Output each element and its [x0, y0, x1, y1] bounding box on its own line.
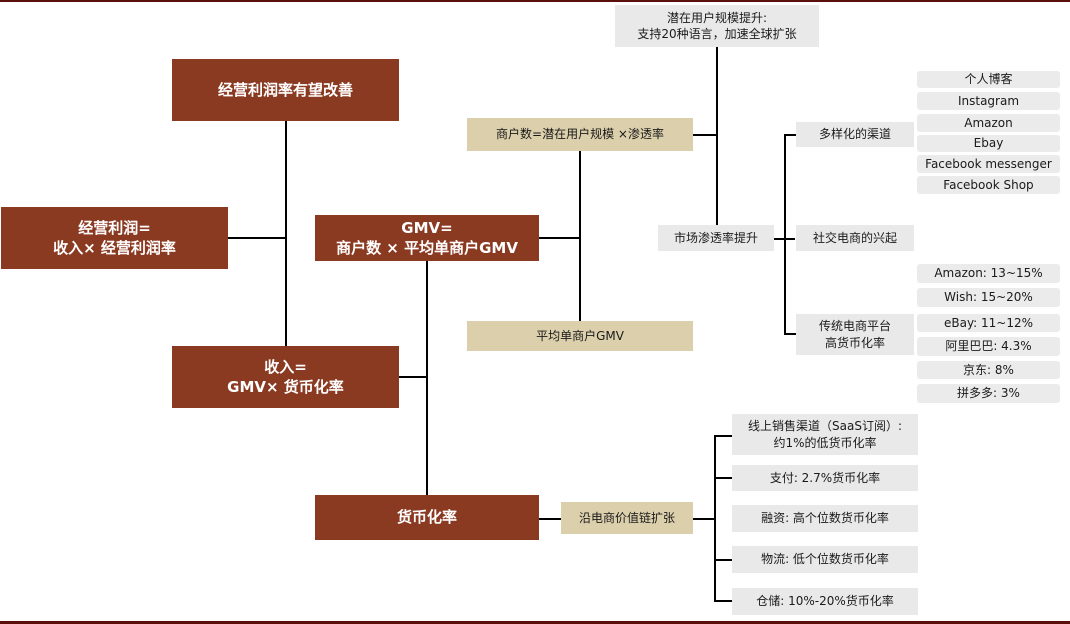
gmv-node: GMV= 商户数 × 平均单商户GMV: [315, 215, 539, 261]
channel-item: Amazon: [917, 114, 1060, 132]
platform-rate-item: 阿里巴巴: 4.3%: [917, 337, 1060, 356]
connector: [784, 333, 796, 335]
revenue-node: 收入= GMV× 货币化率: [172, 346, 399, 408]
connector: [579, 150, 581, 322]
platform-rate-item: Amazon: 13~15%: [917, 264, 1060, 283]
top-rule: [0, 0, 1070, 2]
channel-item: Ebay: [917, 135, 1060, 152]
connector: [693, 518, 715, 520]
monetization-node: 货币化率: [315, 495, 539, 540]
value-chain-item: 支付: 2.7%货币化率: [732, 465, 918, 491]
connector: [539, 237, 580, 239]
connector: [693, 134, 717, 136]
channel-item: Instagram: [917, 92, 1060, 110]
bottom-rule: [0, 621, 1070, 624]
connector: [714, 435, 732, 437]
connector: [714, 559, 732, 561]
connector: [784, 134, 786, 334]
value-chain-item: 物流: 低个位数货币化率: [732, 546, 918, 573]
traditional-node: 传统电商平台 高货币化率: [796, 314, 914, 355]
channels-node: 多样化的渠道: [796, 122, 914, 147]
penetration-node: 市场渗透率提升: [658, 225, 774, 251]
connector: [285, 121, 287, 347]
social-node: 社交电商的兴起: [796, 225, 914, 251]
connector: [714, 477, 732, 479]
connector: [716, 47, 718, 228]
channel-item: 个人博客: [917, 71, 1060, 88]
merchants-node: 商户数=潜在用户规模 ×渗透率: [467, 118, 693, 151]
connector: [714, 600, 732, 602]
root-node: 经营利润率有望改善: [172, 59, 399, 121]
channel-item: Facebook messenger: [917, 155, 1060, 173]
platform-rate-item: eBay: 11~12%: [917, 314, 1060, 332]
platform-rate-item: 拼多多: 3%: [917, 384, 1060, 403]
value-chain-item: 仓储: 10%-20%货币化率: [732, 588, 918, 615]
connector: [399, 376, 427, 378]
connector: [784, 134, 796, 136]
operating-profit-node: 经营利润= 收入× 经营利润率: [1, 207, 228, 269]
channel-item: Facebook Shop: [917, 176, 1060, 194]
connector: [426, 261, 428, 496]
connector: [714, 435, 716, 601]
connector: [228, 237, 286, 239]
potential-users-node: 潜在用户规模提升: 支持20种语言，加速全球扩张: [615, 5, 819, 47]
avg-gmv-node: 平均单商户GMV: [467, 321, 693, 351]
value-chain-item: 融资: 高个位数货币化率: [732, 505, 918, 532]
value-chain-item: 线上销售渠道（SaaS订阅）: 约1%的低货币化率: [732, 414, 918, 455]
platform-rate-item: Wish: 15~20%: [917, 288, 1060, 307]
platform-rate-item: 京东: 8%: [917, 361, 1060, 379]
connector: [539, 518, 561, 520]
value-chain-node: 沿电商价值链扩张: [561, 502, 693, 534]
